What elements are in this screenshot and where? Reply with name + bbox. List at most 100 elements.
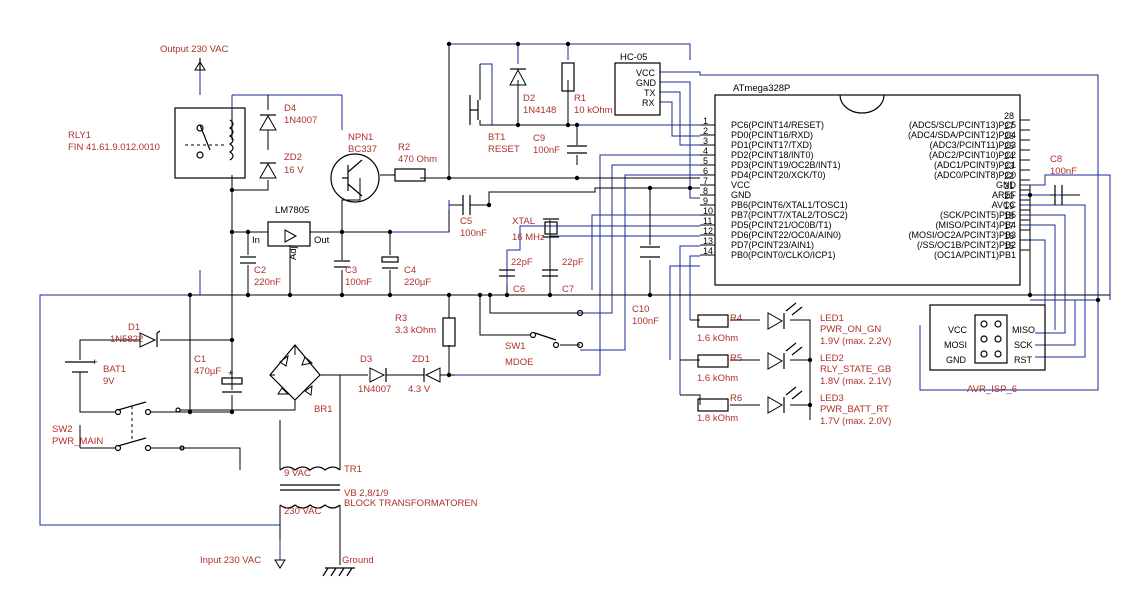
resistor-r3-symbol bbox=[442, 317, 456, 347]
mcu-pin-name: AREF bbox=[992, 190, 1017, 200]
zd2-value: 16 V bbox=[284, 165, 304, 176]
led3-name: PWR_BATT_RT bbox=[820, 404, 889, 415]
sw2-ref: SW2 bbox=[52, 424, 73, 435]
bat1-value: 9V bbox=[103, 376, 115, 387]
diode-d2-symbol bbox=[509, 68, 527, 86]
mcu-pin-number: 28 bbox=[1004, 111, 1014, 121]
mcu-pin-name: (OC1A/PCINT1)PB1 bbox=[934, 250, 1016, 260]
mcu-pin-number: 4 bbox=[703, 146, 708, 156]
sw2-value: PWR_MAIN bbox=[52, 436, 103, 447]
c6-value: 22pF bbox=[511, 257, 533, 268]
resistor-r5-symbol bbox=[697, 354, 729, 368]
capacitor-c6-symbol bbox=[499, 269, 515, 277]
capacitor-c2-symbol bbox=[240, 256, 256, 264]
c5-value: 100nF bbox=[460, 228, 487, 239]
mcu-pin-number: 7 bbox=[703, 176, 708, 186]
isp-pin-mosi: MOSI bbox=[944, 340, 967, 350]
mcu-pin-name: (/SS/OC1B/PCINT2)PB2 bbox=[917, 240, 1016, 250]
mcu-pin-number: 20 bbox=[1004, 191, 1014, 201]
led1-ref: LED1 bbox=[820, 313, 844, 324]
ground-icon bbox=[322, 567, 355, 577]
mcu-pin-number: 27 bbox=[1004, 121, 1014, 131]
c2-ref: C2 bbox=[254, 265, 266, 276]
mcu-pin-number: 15 bbox=[1004, 241, 1014, 251]
mcu-pin-number: 8 bbox=[703, 186, 708, 196]
d3-value: 1N4007 bbox=[358, 384, 391, 395]
c5-ref: C5 bbox=[460, 216, 472, 227]
c8-value: 100nF bbox=[1050, 166, 1077, 177]
mcu-pin-number: 12 bbox=[703, 226, 713, 236]
mcu-pin-name: PD6(PCINT22/OC0A/AIN0) bbox=[731, 230, 841, 240]
input-label: Input 230 VAC bbox=[200, 555, 261, 566]
c9-value: 100nF bbox=[533, 145, 560, 156]
c9-ref: C9 bbox=[533, 133, 545, 144]
mcu-pin-number: 9 bbox=[703, 196, 708, 206]
c2-value: 220nF bbox=[254, 277, 281, 288]
mcu-title: ATmega328P bbox=[733, 83, 790, 94]
mcu-pin-number: 22 bbox=[1004, 171, 1014, 181]
mcu-pin-number: 13 bbox=[703, 236, 713, 246]
led1-value: 1.9V (max. 2.2V) bbox=[820, 336, 891, 347]
tr1-value-1: VB 2,8/1/9 bbox=[344, 488, 388, 499]
mcu-pin-number: 24 bbox=[1004, 151, 1014, 161]
mcu-pin-number: 14 bbox=[703, 246, 713, 256]
r4-value: 1.6 kOhm bbox=[697, 333, 738, 344]
diode-d1-symbol bbox=[139, 330, 161, 348]
lm-in-label: In bbox=[252, 235, 260, 246]
lm-out-label: Out bbox=[314, 235, 330, 246]
mcu-pin-name: PD5(PCINT21/OC0B/T1) bbox=[731, 220, 832, 230]
black-wires bbox=[79, 44, 1110, 565]
hc05-pin-vcc: VCC bbox=[636, 68, 656, 78]
c3-value: 100nF bbox=[345, 277, 372, 288]
hc05-pin-tx: TX bbox=[644, 88, 656, 98]
mcu-pin-name: (ADC0/PCINT8)PC0 bbox=[934, 170, 1016, 180]
rly1-value: FIN 41.61.9.012.0010 bbox=[68, 142, 160, 153]
hc05-module-body bbox=[614, 62, 661, 116]
button-bt1-symbol bbox=[469, 95, 479, 125]
mcu-pin-name: GND bbox=[996, 180, 1017, 190]
mcu-pin-number: 21 bbox=[1004, 181, 1014, 191]
diode-d3-symbol bbox=[369, 367, 410, 383]
resistor-r4-symbol bbox=[697, 314, 729, 328]
mcu-pin-name: (ADC3/PCINT11)PC3 bbox=[930, 140, 1016, 150]
d2-value: 1N4148 bbox=[523, 105, 556, 116]
r3-value: 3.3 kOhm bbox=[395, 325, 436, 336]
mcu-pin-number: 2 bbox=[703, 126, 708, 136]
isp-header-body bbox=[929, 304, 1046, 371]
bat1-ref: BAT1 bbox=[103, 364, 126, 375]
r6-ref: R6 bbox=[730, 393, 742, 404]
mcu-pin-name: (ADC2/PCINT10)PC2 bbox=[929, 150, 1016, 160]
sw1-value: MDOE bbox=[505, 357, 534, 368]
transformer-tr1-symbol bbox=[279, 466, 341, 509]
mcu-pin-name: VCC bbox=[731, 180, 751, 190]
c1-ref: C1 bbox=[194, 354, 206, 365]
tr1-primary: 230 VAC bbox=[284, 506, 321, 517]
transistor-npn1-symbol bbox=[330, 153, 380, 203]
regulator-lm7805-symbol bbox=[267, 221, 311, 247]
mcu-pin-name: PC6(PCINT14/RESET) bbox=[731, 120, 824, 130]
ground-label: Ground bbox=[342, 555, 374, 566]
sw1-ref: SW1 bbox=[505, 341, 526, 352]
output-label: Output 230 VAC bbox=[160, 44, 229, 55]
r6-value: 1.8 kOhm bbox=[697, 413, 738, 424]
tr1-ref: TR1 bbox=[344, 464, 362, 475]
mcu-pin-number: 10 bbox=[703, 206, 713, 216]
mcu-pin-number: 26 bbox=[1004, 131, 1014, 141]
bridge-rectifier-br1-symbol bbox=[269, 344, 340, 401]
npn1-ref: NPN1 bbox=[348, 132, 373, 143]
capacitor-c8-symbol bbox=[1054, 185, 1080, 205]
hc05-pin-rx: RX bbox=[642, 98, 655, 108]
tr1-value-2: BLOCK TRANSFORMATOREN bbox=[344, 498, 478, 509]
led3-symbol bbox=[767, 386, 803, 414]
mcu-pin-name: PD4(PCINT20/XCK/T0) bbox=[731, 170, 826, 180]
mcu-pin-name: (ADC5/SCL/PCINT13)PC5 bbox=[909, 120, 1016, 130]
hc05-pin-gnd: GND bbox=[636, 78, 657, 88]
rly1-ref: RLY1 bbox=[68, 130, 91, 141]
mcu-pin-name: PD2(PCINT18/INT0) bbox=[731, 150, 814, 160]
capacitor-c3-symbol bbox=[334, 260, 350, 268]
c10-value: 100nF bbox=[632, 316, 659, 327]
mcu-pin-name: PB6(PCINT6/XTAL1/TOSC1) bbox=[731, 200, 848, 210]
led3-value: 1.7V (max. 2.0V) bbox=[820, 416, 891, 427]
zd2-ref: ZD2 bbox=[284, 152, 302, 163]
d4-value: 1N4007 bbox=[284, 115, 317, 126]
